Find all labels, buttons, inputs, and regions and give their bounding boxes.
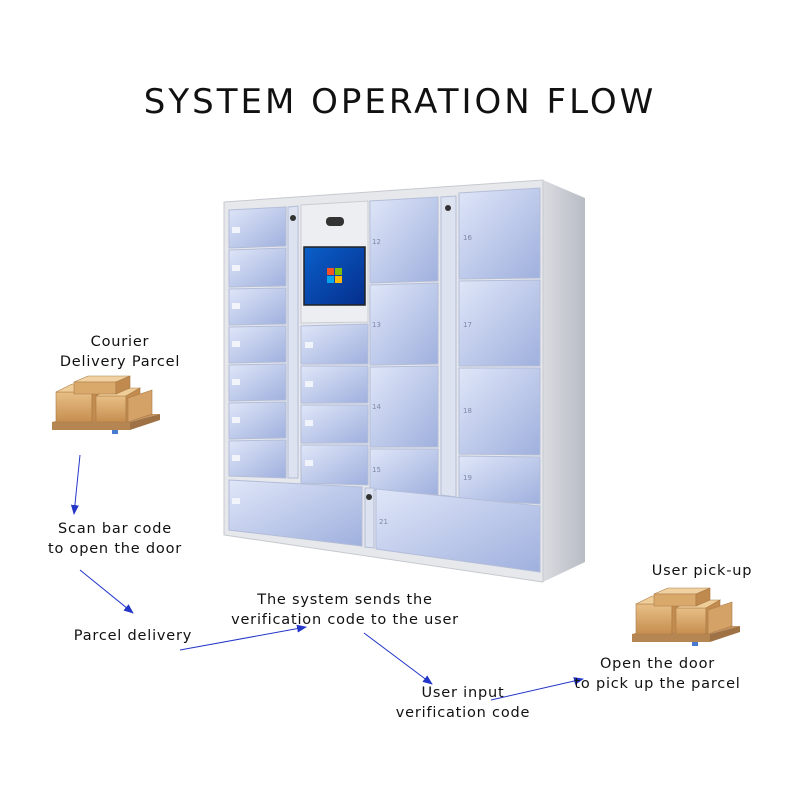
arrow-scan-to-delivery [79,569,134,614]
arrow-delivery-to-system [179,624,307,651]
locker-bottom-row: 21 [228,479,541,573]
step-open-label: Open the door to pick up the parcel [574,656,741,692]
step-pickup-title: User pick-up [651,563,753,579]
arrow-system-to-input [363,632,433,685]
door-number: 19 [463,474,472,482]
arrow-input-to-open [490,677,584,701]
step-courier-label: Courier Delivery Parcel [59,334,181,370]
windows-logo-icon [327,268,342,283]
scanner-icon [326,217,344,226]
door-number: 16 [463,234,472,242]
parcel-boxes-pickup [632,587,740,646]
door-number: 15 [372,466,381,474]
locker-side-panel [543,180,585,582]
door-number: 14 [372,403,381,411]
step-scan-label: Scan bar code to open the door [47,521,183,557]
door-number: 17 [463,321,472,329]
step-system-label: The system sends the verification code t… [231,592,459,628]
door-number: 21 [379,518,388,526]
door-number: 13 [372,321,381,329]
door-number: 18 [463,407,472,415]
touch-screen [303,246,366,306]
locker-column-16-19: 16 17 18 19 [458,187,541,505]
door-number: 12 [372,238,381,246]
locker-left-column [228,206,287,479]
locker-console [300,200,369,486]
parcel-locker: 12 13 14 15 16 17 18 19 21 [223,179,585,583]
flow-arrows [70,454,584,701]
page-title: SYSTEM OPERATION FLOW [143,82,657,122]
arrow-courier-to-scan [70,454,81,515]
parcel-boxes-courier [52,375,160,434]
step-input-label: User input verification code [395,685,531,721]
locker-column-12-15: 12 13 14 15 [369,196,439,496]
step-delivery-label: Parcel delivery [73,628,193,644]
